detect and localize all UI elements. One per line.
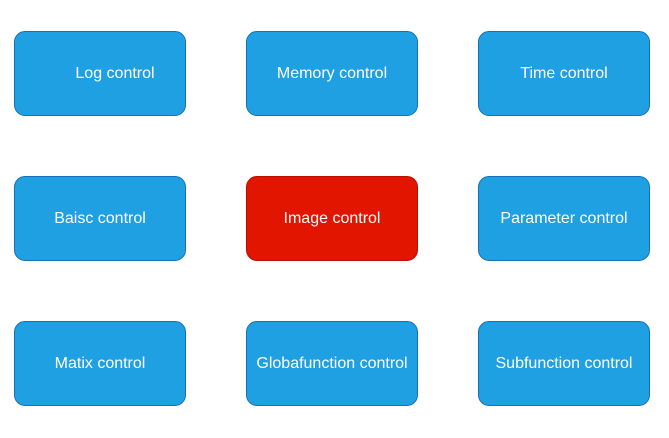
subfunction-control-button[interactable]: Subfunction control <box>478 321 650 406</box>
memory-control-label: Memory control <box>276 64 388 82</box>
memory-control-button[interactable]: Memory control <box>246 31 418 116</box>
matrix-control-button[interactable]: Matix control <box>14 321 186 406</box>
log-control-label: Log control <box>75 64 155 82</box>
basic-control-label: Baisc control <box>54 209 146 227</box>
subfunction-control-label: Subfunction control <box>495 354 633 372</box>
time-control-label: Time control <box>520 64 608 82</box>
global-function-control-button[interactable]: Globafunction control <box>246 321 418 406</box>
parameter-control-button[interactable]: Parameter control <box>478 176 650 261</box>
log-control-button[interactable]: Log control <box>14 31 186 116</box>
global-function-control-label: Globafunction control <box>256 354 408 372</box>
matrix-control-label: Matix control <box>54 354 146 372</box>
image-control-label: Image control <box>283 209 381 227</box>
parameter-control-label: Parameter control <box>500 209 628 227</box>
image-control-button[interactable]: Image control <box>246 176 418 261</box>
basic-control-button[interactable]: Baisc control <box>14 176 186 261</box>
time-control-button[interactable]: Time control <box>478 31 650 116</box>
